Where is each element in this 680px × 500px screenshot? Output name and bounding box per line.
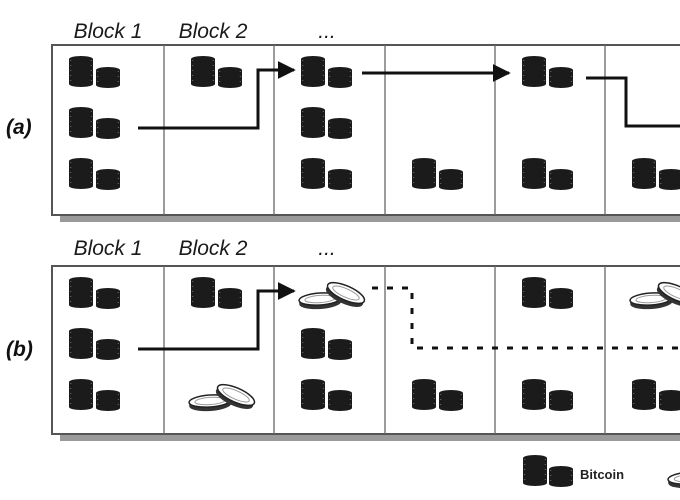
bitcoin-stack-icon — [69, 56, 120, 88]
bitcoin-stack-icon — [632, 379, 680, 411]
bitcoin-stack-icon — [69, 107, 120, 139]
row-a-path-3 — [586, 76, 680, 128]
header-block-1: Block 1 — [74, 20, 143, 43]
header-ellipsis: ... — [318, 20, 336, 43]
legend-bitcoin-label: Bitcoin — [580, 467, 624, 482]
bitcoin-stack-icon — [191, 277, 242, 309]
row-b: (b) — [6, 265, 680, 441]
header-ellipsis: ... — [318, 237, 336, 260]
row-a-label: (a) — [6, 116, 32, 139]
bitcoin-stack-icon — [301, 328, 352, 360]
bitcoin-stack-icon — [412, 158, 463, 190]
bitcoin-stack-icon — [69, 277, 120, 309]
header-block-1: Block 1 — [74, 237, 143, 260]
legend: Bitcoin — [523, 455, 680, 489]
headers-b: Block 1 Block 2 ... — [74, 237, 336, 260]
row-b-path-1 — [138, 282, 296, 351]
spent-coins-icon — [188, 383, 256, 412]
row-b-dotted-path — [372, 286, 680, 350]
legend-spent-coins-icon — [667, 471, 680, 489]
header-block-2: Block 2 — [179, 20, 248, 43]
row-a-cells — [69, 56, 680, 190]
bitcoin-stack-icon — [69, 328, 120, 360]
bitcoin-stack-icon — [301, 158, 352, 190]
bitcoin-stack-icon — [522, 56, 573, 88]
spent-coins-icon — [298, 281, 366, 310]
row-a: (a) — [6, 44, 680, 222]
bitcoin-stack-icon — [69, 379, 120, 411]
header-block-2: Block 2 — [179, 237, 248, 260]
bitcoin-stack-icon — [522, 277, 573, 309]
bitcoin-stack-icon — [412, 379, 463, 411]
row-b-dividers — [163, 266, 606, 434]
row-b-label: (b) — [6, 338, 33, 361]
row-a-frame — [51, 44, 680, 216]
bitcoin-stack-icon — [522, 379, 573, 411]
row-a-path-1 — [138, 61, 296, 130]
bitcoin-stack-icon — [69, 158, 120, 190]
bitcoin-stack-icon — [632, 158, 680, 190]
bitcoin-stack-icon — [301, 379, 352, 411]
bitcoin-stack-icon — [522, 158, 573, 190]
bitcoin-stack-icon — [301, 56, 352, 88]
bitcoin-stack-icon — [301, 107, 352, 139]
row-b-cells — [69, 277, 680, 412]
headers-a: Block 1 Block 2 ... — [74, 20, 336, 43]
bitcoin-stack-icon — [191, 56, 242, 88]
legend-bitcoin-icon — [523, 455, 573, 487]
